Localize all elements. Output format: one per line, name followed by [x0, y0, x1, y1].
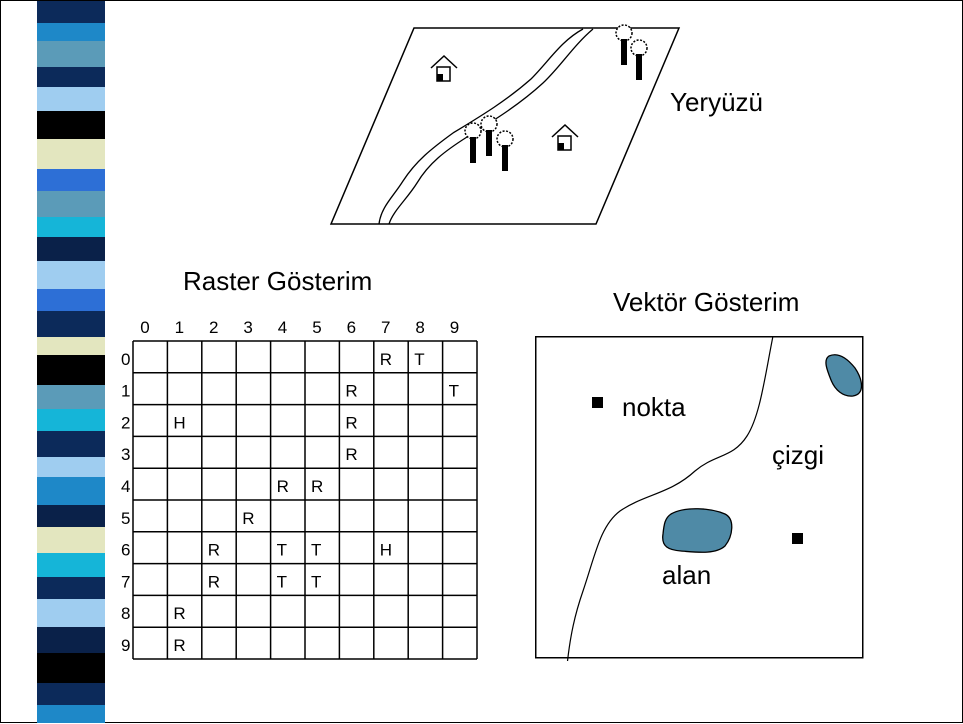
decorative-stripe-bar	[37, 1, 105, 723]
raster-cell-value: R	[208, 541, 220, 560]
tree-icon	[615, 24, 633, 65]
col-header: 6	[347, 318, 356, 337]
vector-line	[566, 336, 774, 661]
stripe-segment	[37, 431, 105, 457]
stripe-segment	[37, 67, 105, 87]
stripe-segment	[37, 553, 105, 577]
stripe-segment	[37, 683, 105, 705]
col-header: 3	[243, 318, 252, 337]
col-header: 1	[175, 318, 184, 337]
stripe-segment	[37, 457, 105, 477]
vector-map-frame	[535, 336, 864, 659]
col-header: 9	[450, 318, 459, 337]
tree-icon	[630, 39, 648, 80]
river-bank-left	[378, 28, 584, 225]
stripe-segment	[37, 41, 105, 67]
raster-cell-value: R	[173, 636, 185, 655]
row-header: 2	[121, 413, 130, 432]
raster-cell-value: T	[277, 541, 287, 560]
vector-map	[535, 336, 864, 661]
stripe-segment	[37, 337, 105, 355]
earth-parallelogram	[329, 27, 681, 225]
col-header: 2	[209, 318, 218, 337]
raster-cell-value: R	[345, 445, 357, 464]
stripe-segment	[37, 311, 105, 337]
point-label: nokta	[622, 392, 686, 422]
raster-cell-value: R	[242, 509, 254, 528]
row-header: 7	[121, 572, 130, 591]
row-header: 6	[121, 541, 130, 560]
raster-cell-value: R	[173, 604, 185, 623]
row-header: 8	[121, 604, 130, 623]
tree-icon	[480, 115, 498, 156]
stripe-segment	[37, 289, 105, 311]
stripe-segment	[37, 355, 105, 385]
stripe-segment	[37, 169, 105, 191]
vector-area-small	[825, 354, 863, 397]
vector-point	[592, 397, 603, 408]
raster-cell-value: R	[380, 350, 392, 369]
raster-cell-value: T	[414, 350, 424, 369]
stripe-segment	[37, 87, 105, 111]
stripe-segment	[37, 505, 105, 527]
row-header: 1	[121, 382, 130, 401]
raster-cell-value: H	[173, 413, 185, 432]
tree-icon	[464, 122, 482, 163]
vector-title: Vektör Gösterim	[613, 287, 800, 317]
stripe-segment	[37, 527, 105, 553]
stripe-segment	[37, 261, 105, 289]
house-icon	[430, 54, 458, 82]
stripe-segment	[37, 599, 105, 627]
row-header: 0	[121, 350, 130, 369]
stripe-segment	[37, 217, 105, 237]
raster-cell-value: R	[311, 477, 323, 496]
stripe-segment	[37, 111, 105, 139]
stripe-segment	[37, 385, 105, 409]
stripe-segment	[37, 653, 105, 683]
raster-cell-value: T	[449, 382, 459, 401]
col-header: 4	[278, 318, 287, 337]
vector-point	[792, 533, 803, 544]
stripe-segment	[37, 191, 105, 217]
stripe-segment	[37, 477, 105, 505]
row-header: 9	[121, 636, 130, 655]
stripe-segment	[37, 705, 105, 723]
raster-cell-value: R	[345, 413, 357, 432]
earth-label: Yeryüzü	[670, 87, 763, 117]
vector-area-large	[662, 508, 733, 553]
line-label: çizgi	[772, 440, 825, 470]
col-header: 7	[381, 318, 390, 337]
stripe-segment	[37, 409, 105, 431]
raster-cell-value: T	[311, 541, 321, 560]
col-header: 5	[312, 318, 321, 337]
area-label: alan	[662, 560, 712, 590]
stripe-segment	[37, 1, 105, 23]
raster-cell-value: T	[277, 572, 287, 591]
raster-cell-value: R	[277, 477, 289, 496]
row-header: 4	[121, 477, 130, 496]
tree-icon	[496, 130, 514, 171]
raster-title: Raster Gösterim	[183, 266, 373, 296]
earth-illustration	[329, 24, 681, 225]
raster-cell-value: T	[311, 572, 321, 591]
stripe-segment	[37, 627, 105, 653]
stripe-segment	[37, 139, 105, 169]
stripe-segment	[37, 577, 105, 599]
house-icon	[551, 123, 579, 151]
stripe-segment	[37, 237, 105, 261]
row-header: 3	[121, 445, 130, 464]
row-header: 5	[121, 509, 130, 528]
stripe-segment	[37, 23, 105, 41]
raster-cell-value: R	[345, 382, 357, 401]
col-header: 8	[415, 318, 424, 337]
raster-cell-value: R	[208, 572, 220, 591]
raster-cell-value: H	[380, 541, 392, 560]
col-header: 0	[140, 318, 149, 337]
